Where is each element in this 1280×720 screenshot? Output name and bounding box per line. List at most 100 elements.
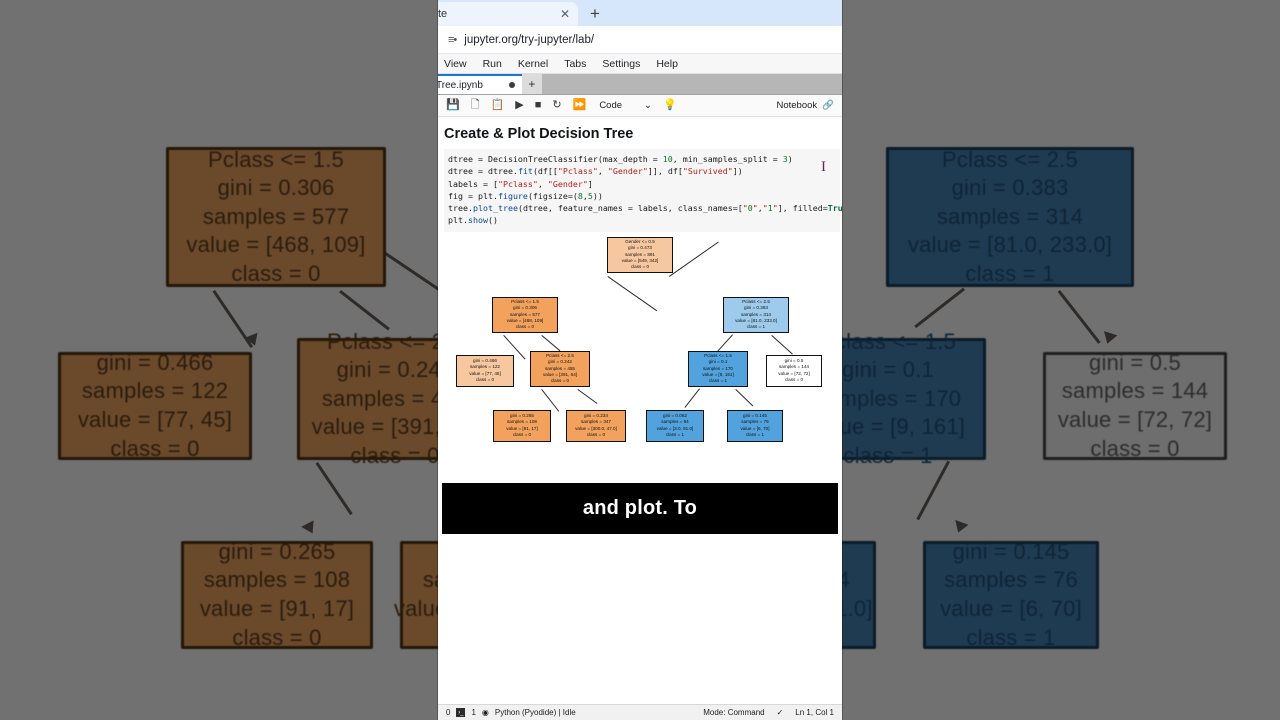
bg-node-class: class = 1 — [966, 624, 1056, 650]
plot-node-class: class = 0 — [784, 376, 804, 382]
browser-tab-strip: te ✕ + — [438, 0, 842, 26]
menu-item-settings[interactable]: Settings — [602, 57, 641, 70]
bg-node-gini: gini = 0.265 — [218, 538, 336, 564]
text-cursor-icon: I — [821, 159, 826, 175]
plot-node-samples: samples = 314 — [740, 311, 771, 317]
bg-node-class: class = 1 — [965, 260, 1055, 286]
plot-node-class: class = 0 — [630, 263, 650, 269]
restart-icon[interactable]: ↻ — [552, 99, 562, 111]
run-icon[interactable]: ▶ — [515, 99, 524, 111]
notebook-kernel-indicator[interactable]: Notebook 🔗 — [776, 100, 834, 111]
jupyter-status-bar: 0 ›_ 1 ◉ Python (Pyodide) | Idle Mode: C… — [438, 704, 842, 720]
bg-node-pclass-1-5: Pclass <= 1.5 gini = 0.306 samples = 577… — [166, 147, 386, 287]
plot-node-condition: Pclass <= 1.5 — [704, 353, 732, 359]
plus-icon[interactable]: + — [521, 74, 542, 94]
plot-edge — [577, 388, 598, 404]
bg-edge — [914, 287, 965, 329]
bg-node-gini-0265: gini = 0.265 samples = 108 value = [91, … — [181, 538, 373, 650]
bg-node-gini-0145: gini = 0.145 samples = 76 value = [6, 70… — [923, 538, 1099, 650]
url-text: jupyter.org/try-jupyter/lab/ — [464, 33, 595, 46]
bg-arrow — [951, 519, 969, 536]
bg-node-samples: samples = 577 — [202, 203, 350, 229]
menu-item-run[interactable]: Run — [482, 57, 502, 70]
bg-node-class: class = 1 — [843, 442, 933, 468]
bg-node-gini: gini = 0.5 — [1089, 349, 1181, 375]
unsaved-dot-icon — [508, 82, 515, 88]
plot-node-samples: samples = 891 — [624, 251, 655, 257]
plot-node-gini: gini = 0.265 — [510, 413, 534, 419]
plot-node-samples: samples = 455 — [544, 365, 575, 371]
close-icon[interactable]: ✕ — [559, 7, 570, 21]
browser-tab[interactable]: te ✕ — [438, 2, 578, 26]
bg-node-gini: gini = 0.383 — [951, 175, 1069, 201]
bg-node-value: value = [6, 70] — [940, 596, 1082, 621]
chevron-down-icon[interactable]: ⌄ — [644, 100, 652, 111]
code-cell-source[interactable]: dtree = DecisionTreeClassifier(max_depth… — [448, 154, 842, 226]
plot-node-condition: Gender <= 0.5 — [625, 239, 655, 245]
bg-node-gini: gini = 0.242 — [336, 357, 454, 383]
bg-node-samples: samples = 144 — [1061, 378, 1209, 404]
save-icon[interactable]: 💾 — [446, 99, 460, 111]
plot-node-class: class = 1 — [745, 431, 765, 437]
plot-node-samples: samples = 108 — [506, 419, 537, 425]
menu-item-tabs[interactable]: Tabs — [564, 57, 587, 70]
bg-node-gini: gini = 0.145 — [952, 538, 1070, 564]
terminal-icon[interactable]: ›_ — [456, 708, 466, 717]
plot-node-value: value = [81.0, 233.0] — [735, 317, 777, 323]
plot-node-gini: gini = 0.5 — [784, 358, 804, 364]
plot-node-value: value = [72, 72] — [778, 370, 810, 376]
bg-node-value: value = [468, 109] — [186, 232, 366, 258]
stop-icon[interactable]: ■ — [534, 99, 542, 111]
plot-node-value: value = [77, 45] — [469, 370, 501, 376]
plot-edge — [541, 388, 560, 412]
editor-mode: Mode: Command — [703, 708, 765, 717]
bg-arrow — [244, 332, 262, 349]
code-cell[interactable]: dtree = DecisionTreeClassifier(max_depth… — [444, 149, 842, 232]
lightbulb-icon[interactable]: 💡 — [663, 99, 677, 111]
menu-item-help[interactable]: Help — [656, 57, 678, 70]
plot-node-class: class = 1 — [708, 377, 728, 383]
restart-run-all-icon[interactable]: ⏩ — [572, 99, 587, 111]
notebook-tab[interactable]: Tree.ipynb — [438, 74, 522, 94]
plot-edge — [735, 388, 754, 406]
plot-node-class: class = 0 — [586, 431, 606, 437]
bg-node-class: class = 0 — [1090, 435, 1180, 461]
bg-node-samples: samples = 122 — [81, 378, 229, 404]
plot-node-gini: gini = 0.1 — [708, 359, 728, 365]
kernels-count: 1 — [471, 708, 476, 717]
plus-icon[interactable]: + — [590, 4, 600, 23]
browser-tab-title: te — [438, 8, 448, 20]
plot-node-value: value = [3.0, 91.0] — [656, 425, 694, 431]
bg-node-gini: gini = 0.466 — [96, 349, 214, 375]
site-settings-icon[interactable]: ≡• — [448, 33, 457, 46]
plot-node-gini: gini = 0.383 — [744, 305, 768, 311]
notebook-body: Create & Plot Decision Tree dtree = Deci… — [438, 117, 842, 720]
plot-node-gini: gini = 0.145 — [743, 413, 767, 419]
bg-node-condition: Pclass <= 2.5 — [942, 146, 1078, 172]
bg-node-class: class = 0 — [232, 624, 322, 650]
paste-icon[interactable]: 📋 — [490, 99, 505, 111]
external-link-icon[interactable]: 🔗 — [822, 100, 834, 111]
address-bar[interactable]: ≡• jupyter.org/try-jupyter/lab/ — [438, 26, 842, 54]
plot-edge — [541, 334, 561, 351]
bg-edge — [1057, 290, 1101, 344]
cursor-position: Ln 1, Col 1 — [795, 708, 834, 717]
portrait-screen-recording: te ✕ + ≡• jupyter.org/try-jupyter/lab/ V… — [438, 0, 842, 720]
menu-item-kernel[interactable]: Kernel — [517, 57, 549, 70]
menu-item-view[interactable]: View — [444, 57, 467, 70]
check-circle-icon: ✓ — [776, 708, 784, 717]
cell-type-select[interactable]: Code ⌄ — [599, 100, 652, 111]
plot-node-pclass-2-5: Pclass <= 2.5 gini = 0.383 samples = 314… — [723, 296, 789, 333]
plot-edge — [669, 241, 719, 277]
kernel-icon[interactable]: ◉ — [481, 708, 489, 717]
plot-node-samples: samples = 170 — [702, 365, 733, 371]
plot-node-value: value = [9, 161] — [702, 371, 734, 377]
status-bar-right: Mode: Command ✓ Ln 1, Col 1 — [703, 708, 834, 717]
plot-node-samples: samples = 122 — [469, 364, 500, 370]
copy-icon[interactable]: 🗋 — [470, 99, 480, 111]
cell-type-value: Code — [599, 100, 623, 111]
bg-node-samples: samples = 108 — [203, 567, 351, 593]
plot-node-value: value = [6, 70] — [740, 425, 770, 431]
bg-node-value: value = [81.0, 233.0] — [907, 232, 1113, 258]
